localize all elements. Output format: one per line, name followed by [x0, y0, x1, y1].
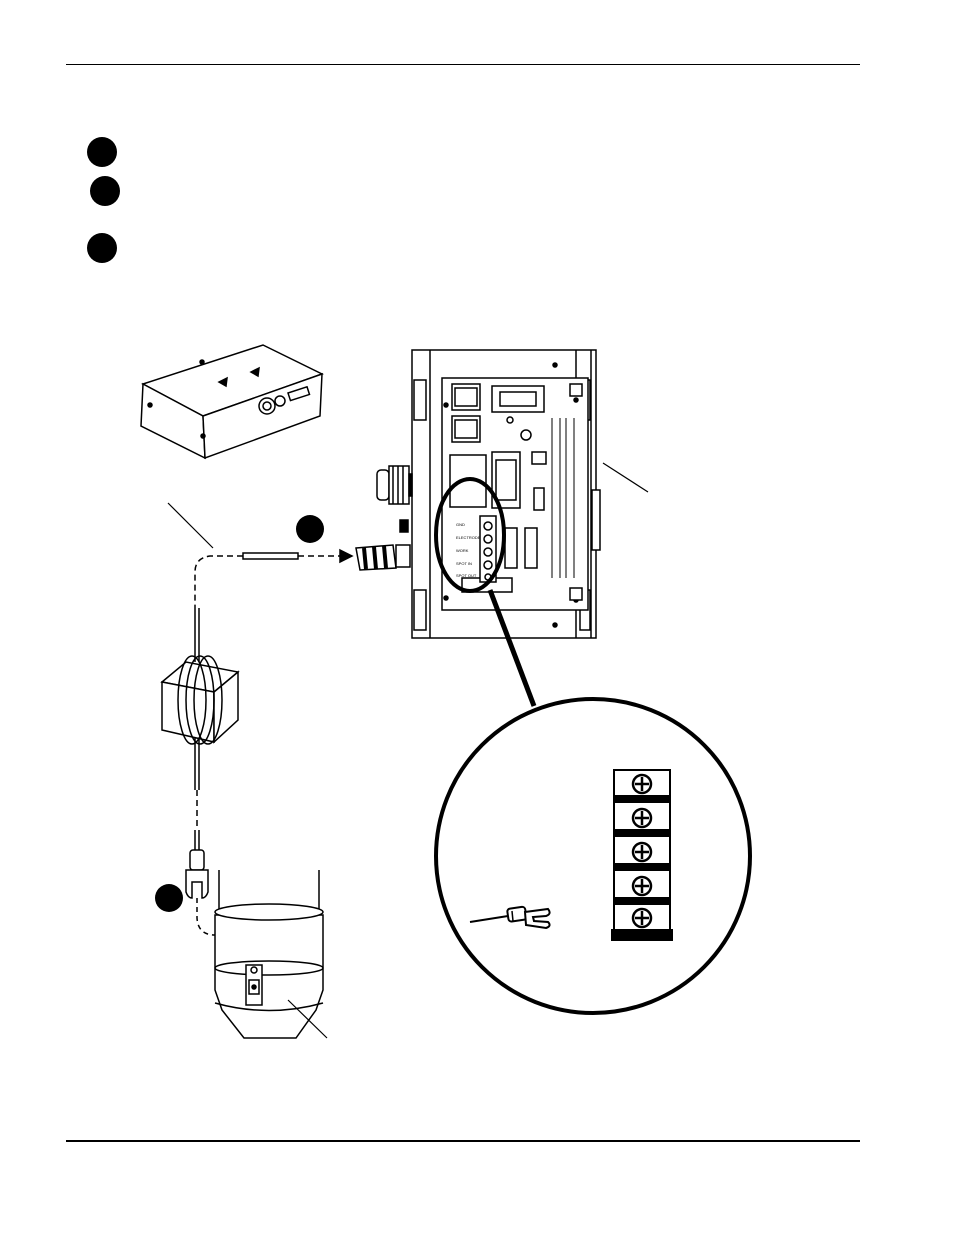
controller-board-icon: [376, 349, 601, 639]
callout-line: [487, 589, 537, 707]
detail-spade-lug-icon: [469, 905, 551, 930]
svg-text:GND: GND: [456, 522, 465, 527]
svg-text:SPOT IN: SPOT IN: [456, 561, 472, 566]
terminal-strip-icon: [611, 769, 673, 941]
figure-bullet-2: [155, 884, 183, 912]
ferrite-core-icon: [160, 655, 240, 745]
header-rule: [66, 64, 860, 65]
control-box-icon: [140, 344, 324, 460]
svg-text:SPOT OUT: SPOT OUT: [456, 573, 477, 578]
gun-nozzle-icon: [214, 870, 324, 1039]
step-2-bullet: [90, 176, 120, 206]
highlight-oval: [434, 477, 506, 593]
nozzle-leader-line: [287, 999, 328, 1039]
cable-connector-icon: [355, 519, 411, 571]
figure-bullet-1: [296, 515, 324, 543]
svg-text:WORK: WORK: [456, 548, 469, 553]
step-3-bullet: [87, 233, 117, 263]
controller-leader-line: [602, 462, 649, 493]
cable-leader-line: [167, 502, 214, 549]
step-1-bullet: [87, 137, 117, 167]
board-terminal-labels: GND ELECTRODE WORK SPOT IN SPOT OUT: [456, 522, 481, 578]
detail-circle-icon: [434, 697, 752, 1015]
spade-lug-icon: [185, 849, 209, 899]
footer-rule: [66, 1140, 860, 1142]
svg-text:ELECTRODE: ELECTRODE: [456, 535, 481, 540]
